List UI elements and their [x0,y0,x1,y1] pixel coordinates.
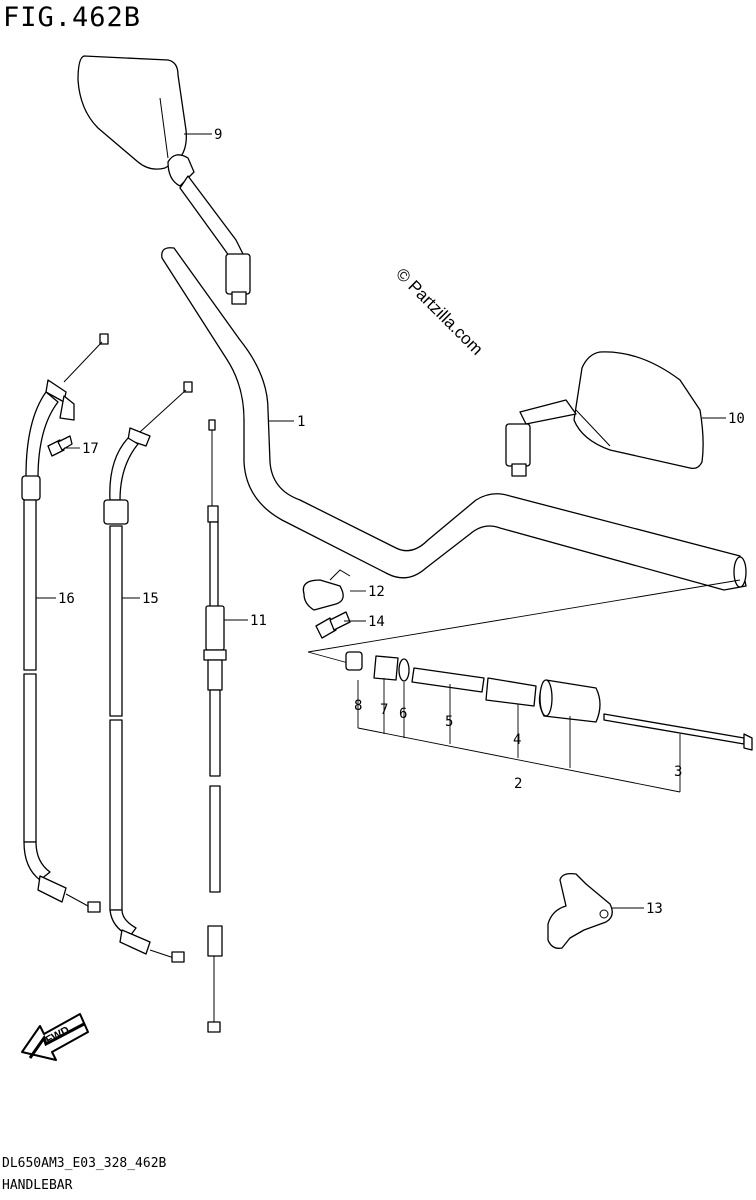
part-17-screw[interactable] [47,435,73,457]
assembly-guide-line-left [307,651,353,665]
part-2-balancer-weight[interactable] [538,679,601,723]
bracket-line [357,727,681,793]
part-8-end-cap[interactable] [345,651,363,671]
part-16-throttle-cable[interactable] [21,333,109,913]
part-10-right-mirror[interactable] [505,351,704,477]
callout-8: 8 [354,698,362,714]
callout-9: 9 [214,127,222,143]
callout-7: 7 [380,702,388,718]
watermark: © Partzilla.com [392,264,486,358]
part-14-bolt[interactable] [315,611,351,639]
callout-1: 1 [297,414,305,430]
callout-2: 2 [514,776,522,792]
callout-16: 16 [58,591,75,607]
callout-12: 12 [368,584,385,600]
part-9-left-mirror[interactable] [77,55,251,305]
part-1-handlebar[interactable] [161,247,747,591]
callout-15: 15 [142,591,159,607]
callout-17: 17 [82,441,99,457]
part-7-spacer[interactable] [373,655,399,681]
part-5-rubber-sleeve[interactable] [411,667,485,693]
part-6-washer[interactable] [398,658,410,682]
assembly-name: HANDLEBAR [2,1178,73,1193]
callout-11: 11 [250,613,267,629]
callout-6: 6 [399,706,407,722]
drawing-code: DL650AM3_E03_328_462B [2,1156,167,1171]
part-11-clutch-cable[interactable] [203,419,227,1033]
part-3-screw[interactable] [603,713,753,751]
callout-14: 14 [368,614,385,630]
figure-title: FIG.462B [3,2,142,33]
assembly-guide-line-top [307,579,741,653]
callout-3: 3 [674,764,682,780]
fwd-arrow-icon: FWD [21,1013,89,1061]
part-4-collar[interactable] [485,677,537,707]
part-15-throttle-cable[interactable] [103,381,193,963]
callout-4: 4 [513,732,521,748]
callout-5: 5 [445,714,453,730]
callout-10: 10 [728,411,745,427]
part-12-clip[interactable] [302,569,351,611]
part-13-bracket[interactable] [547,872,613,949]
callout-13: 13 [646,901,663,917]
